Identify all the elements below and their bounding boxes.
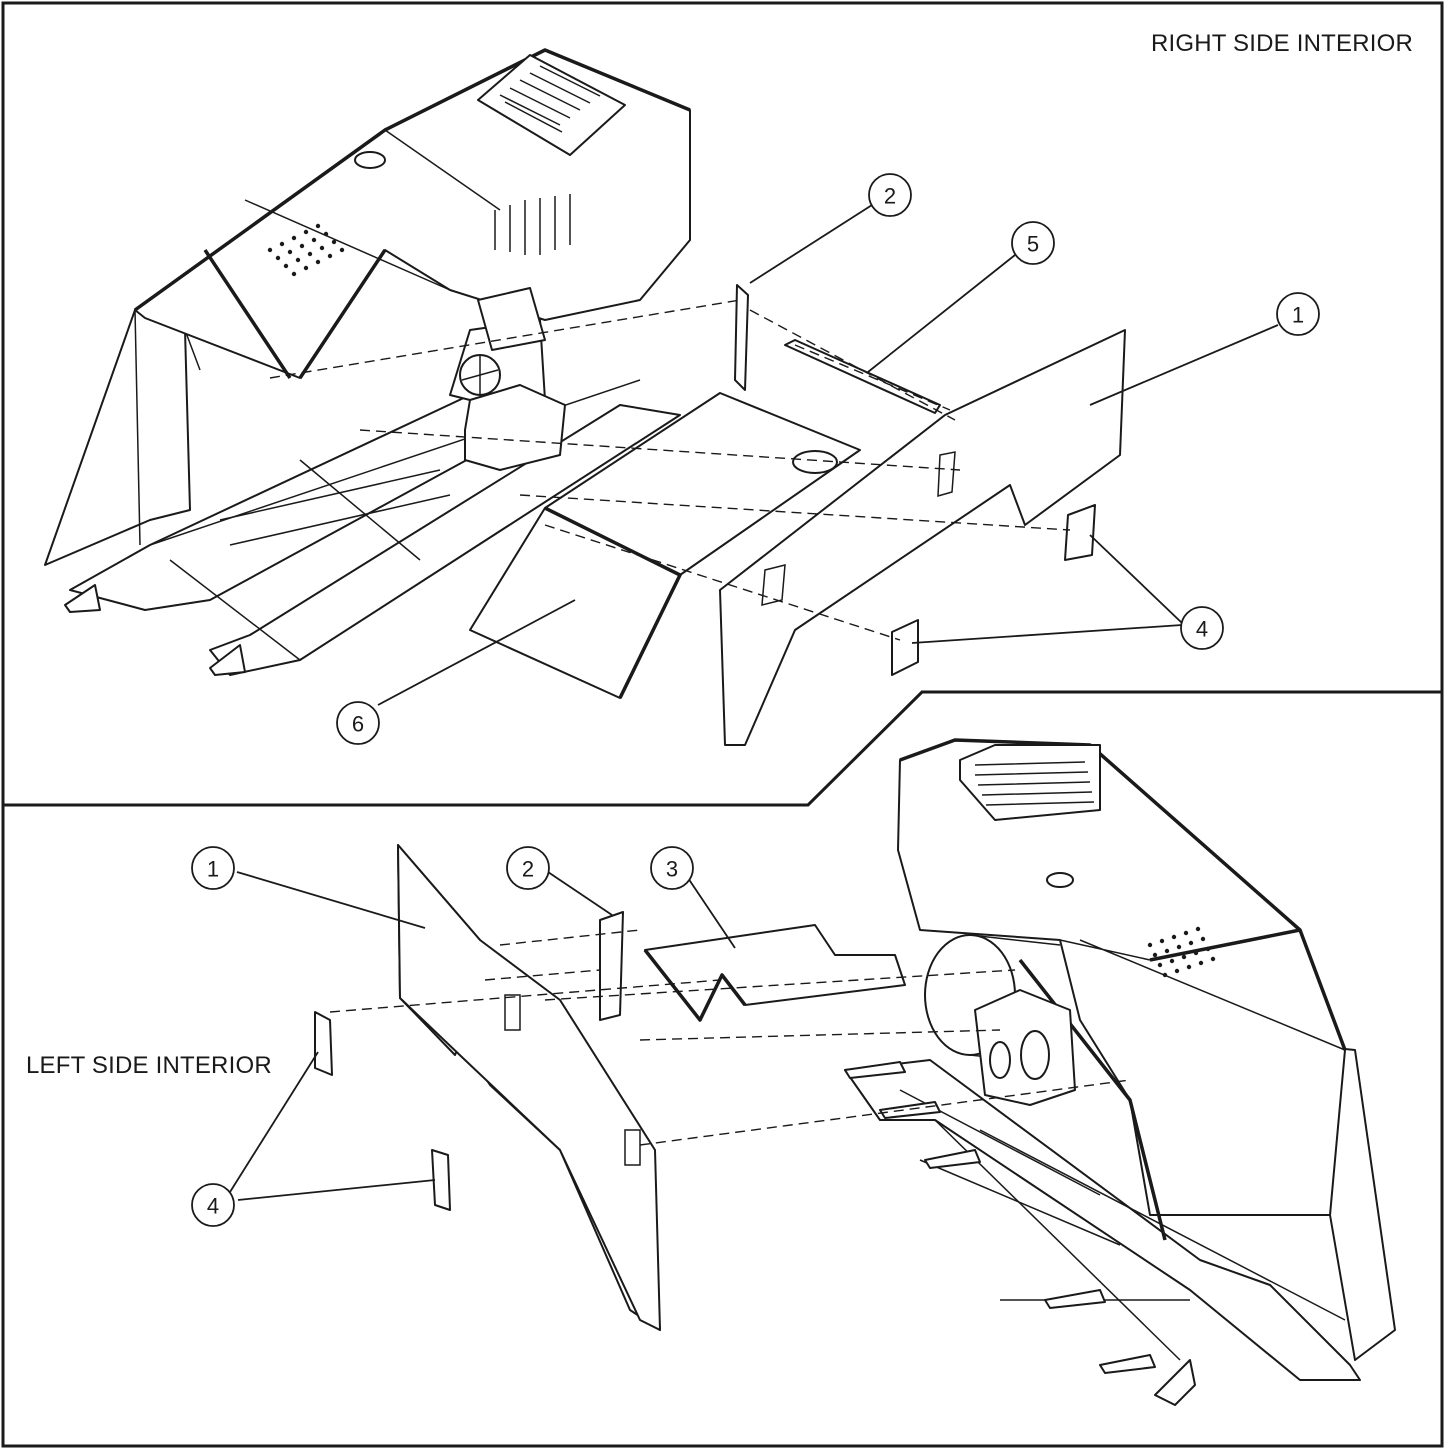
right-view-machine [44,48,691,676]
left-part-3-cover [644,924,906,1021]
right-view-title: RIGHT SIDE INTERIOR [1150,30,1413,57]
right-assembly-lines [269,299,1071,641]
right-leaders [377,204,1279,706]
right-part-4-access-cover-a [1064,504,1096,561]
left-roof-grille-slats [974,761,1095,806]
callout-right-2: 2 [868,173,912,217]
left-part-4-access-cover-a [314,1011,333,1076]
left-part-4-access-cover-b [431,1149,451,1211]
left-view-machine [844,738,1396,1406]
svg-text:4: 4 [1196,617,1208,642]
svg-text:2: 2 [522,857,534,882]
left-part-2-filler-strip [599,911,624,1021]
roof-grille-slats [499,65,601,133]
filter-cartridges [494,194,571,255]
callout-left-1: 1 [191,846,235,890]
svg-text:2: 2 [884,184,896,209]
right-part-4-access-cover-b [891,619,919,676]
right-part-5-angle-strip [784,339,941,414]
right-part-1-side-panel [719,329,1126,746]
view-divider [3,690,1442,807]
right-part-2-filler-strip [734,284,749,391]
left-leaders [229,871,736,1201]
callout-right-4: 4 [1180,606,1224,650]
svg-text:4: 4 [207,1194,219,1219]
callout-left-4: 4 [191,1183,235,1227]
callout-right-1: 1 [1276,292,1320,336]
perforation-pattern-right [267,223,345,277]
svg-text:6: 6 [352,712,364,737]
svg-text:3: 3 [666,857,678,882]
callout-left-2: 2 [506,846,550,890]
left-view-title: LEFT SIDE INTERIOR [26,1052,272,1079]
svg-text:1: 1 [1292,303,1304,328]
callout-right-5: 5 [1011,221,1055,265]
callout-left-3: 3 [650,846,694,890]
left-assembly-lines [329,929,1131,1146]
svg-text:1: 1 [207,857,219,882]
perforation-pattern-left [1147,926,1216,978]
svg-text:5: 5 [1027,232,1039,257]
callout-right-6: 6 [336,701,380,745]
